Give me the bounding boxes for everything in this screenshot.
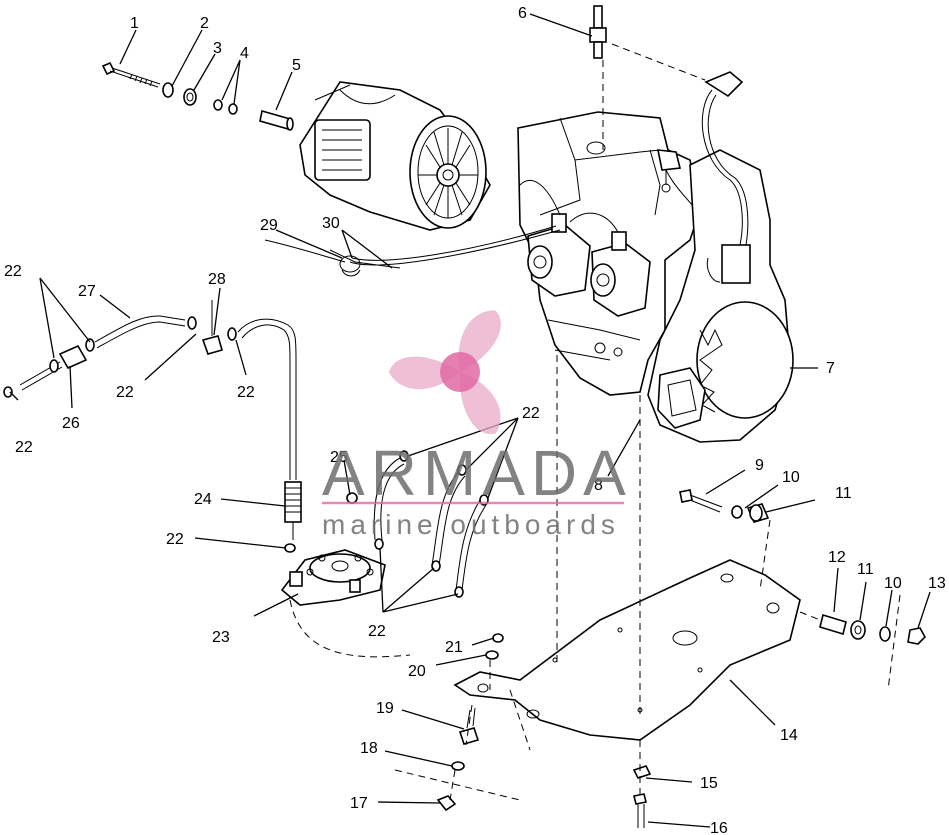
pulse-hoses <box>346 450 489 598</box>
callout-21: 21 <box>445 639 463 656</box>
carburetors <box>519 180 651 317</box>
callout-numbers: 1 2 3 4 5 6 7 8 9 10 11 12 11 10 13 14 1… <box>4 5 946 835</box>
callout-26: 26 <box>62 415 80 432</box>
fuel-lines <box>3 300 302 553</box>
callout-24: 24 <box>194 491 212 508</box>
watermark-title: ARMADA <box>322 437 632 509</box>
drive-clutch <box>299 81 491 231</box>
reference-lines <box>394 43 901 801</box>
callout-10-upper: 10 <box>782 469 800 486</box>
mounting-plate <box>453 559 801 741</box>
callout-8: 8 <box>594 477 603 494</box>
callout-9: 9 <box>755 457 764 474</box>
callout-22-pump-bottom: 22 <box>368 623 386 640</box>
callout-27: 27 <box>78 283 96 300</box>
callout-12: 12 <box>828 549 846 566</box>
callout-14: 14 <box>780 727 798 744</box>
callout-28: 28 <box>208 271 226 288</box>
throttle-cable <box>264 225 561 277</box>
leader-lines <box>9 13 931 828</box>
callout-11-upper: 11 <box>835 485 852 502</box>
fuel-pump <box>280 549 411 658</box>
callout-13: 13 <box>928 575 946 592</box>
callout-2: 2 <box>200 15 209 32</box>
propeller-logo-icon <box>388 310 501 435</box>
mount-hardware-right <box>679 489 926 645</box>
callout-23: 23 <box>212 629 230 646</box>
callout-3: 3 <box>213 40 222 57</box>
callout-19: 19 <box>376 700 394 717</box>
callout-22-top-left: 22 <box>4 263 22 280</box>
callout-18: 18 <box>360 740 378 757</box>
callout-4: 4 <box>240 45 249 62</box>
callout-22-bottom-left: 22 <box>15 439 33 456</box>
callout-7: 7 <box>826 360 835 377</box>
mount-hardware-bottom <box>436 633 652 828</box>
callout-30: 30 <box>322 215 340 232</box>
callout-20: 20 <box>408 663 426 680</box>
callout-22-tee: 22 <box>237 384 255 401</box>
callout-11-lower: 11 <box>857 561 874 578</box>
callout-29: 29 <box>260 217 278 234</box>
callout-22-pulse: 22 <box>522 405 540 422</box>
callout-5: 5 <box>292 57 301 74</box>
clutch-bolt-set <box>101 61 294 131</box>
callout-16: 16 <box>710 820 728 835</box>
callout-17: 17 <box>350 795 368 812</box>
spark-plug-wire <box>657 71 749 246</box>
callout-10-lower: 10 <box>884 575 902 592</box>
callout-25: 25 <box>330 449 348 466</box>
callout-6: 6 <box>518 5 527 22</box>
callout-15: 15 <box>700 775 718 792</box>
callout-22-hose-mid: 22 <box>116 384 134 401</box>
watermark-subtitle: marine outboards <box>322 509 620 540</box>
callout-1: 1 <box>130 15 139 32</box>
recoil-starter <box>647 149 794 443</box>
spark-plug <box>589 5 607 59</box>
watermark: ARMADA marine outboards <box>322 310 632 540</box>
callout-22-pump-inlet: 22 <box>166 531 184 548</box>
